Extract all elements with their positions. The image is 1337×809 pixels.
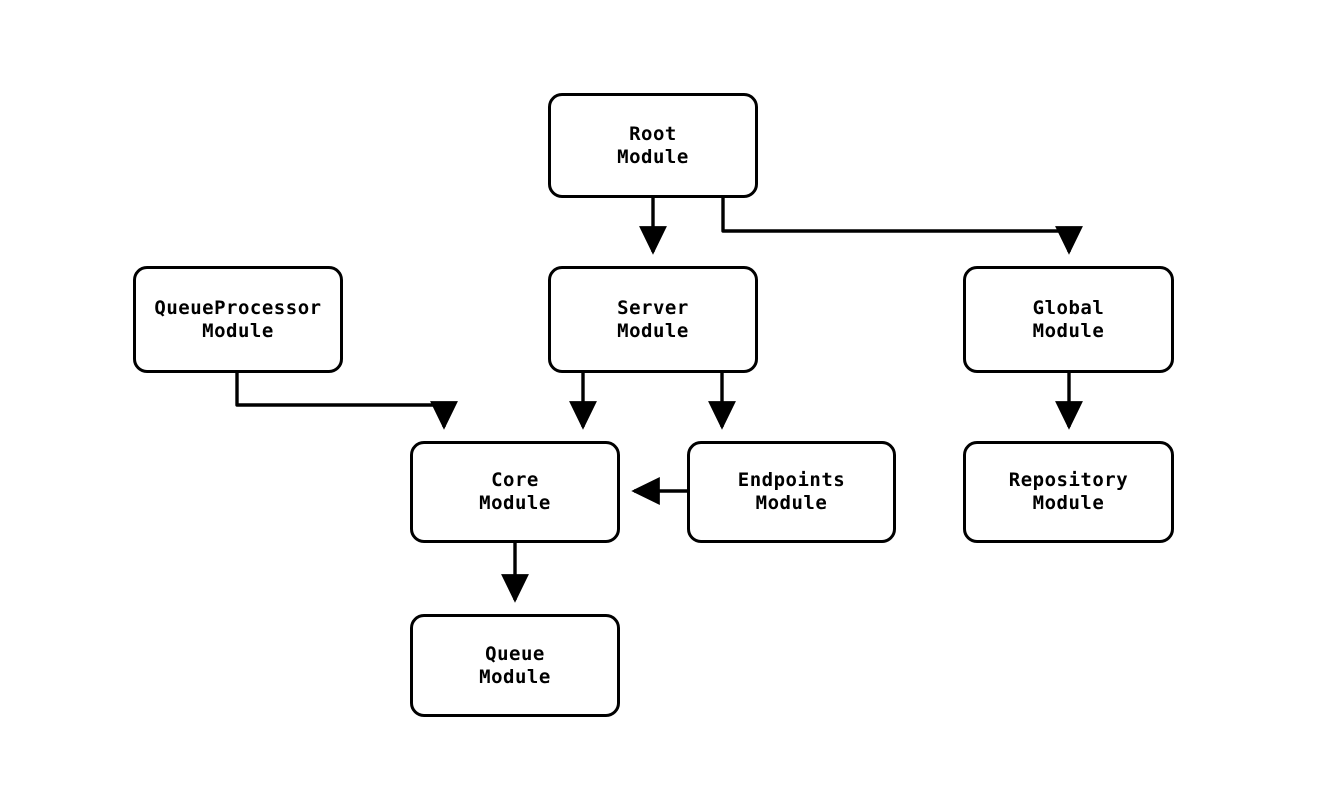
node-queue-module[interactable]: Queue Module (410, 614, 620, 717)
node-endpoints-module-label-line1: Endpoints (737, 469, 846, 491)
node-repository-module-label-line1: Repository (1008, 469, 1129, 491)
node-repository-module-label-line2: Module (1032, 492, 1105, 514)
node-server-module[interactable]: Server Module (548, 266, 758, 373)
node-root-module-label-line2: Module (617, 145, 689, 168)
edge-queueprocessor-to-core (235, 373, 458, 430)
node-global-module[interactable]: Global Module (963, 266, 1174, 373)
node-core-module-label-line1: Core (491, 469, 539, 491)
node-core-module[interactable]: Core Module (410, 441, 620, 543)
node-queue-module-label-line1: Queue (485, 642, 545, 665)
node-queueprocessor-module-label-line2: Module (202, 319, 274, 342)
node-server-module-label-line1: Server (617, 296, 689, 319)
node-root-module-label-line1: Root (629, 122, 677, 145)
node-endpoints-module[interactable]: Endpoints Module (687, 441, 896, 543)
node-repository-module[interactable]: Repository Module (963, 441, 1174, 543)
node-queueprocessor-module-label-line1: QueueProcessor (154, 296, 322, 319)
node-endpoints-module-label-line2: Module (755, 492, 828, 514)
node-server-module-label-line2: Module (617, 319, 689, 342)
node-root-module[interactable]: Root Module (548, 93, 758, 198)
node-queueprocessor-module[interactable]: QueueProcessor Module (133, 266, 343, 373)
node-core-module-label-line2: Module (479, 492, 551, 514)
node-queue-module-label-line2: Module (479, 665, 551, 688)
node-global-module-label-line2: Module (1032, 319, 1105, 342)
edge-root-to-global (721, 198, 1083, 255)
node-global-module-label-line1: Global (1032, 296, 1105, 319)
